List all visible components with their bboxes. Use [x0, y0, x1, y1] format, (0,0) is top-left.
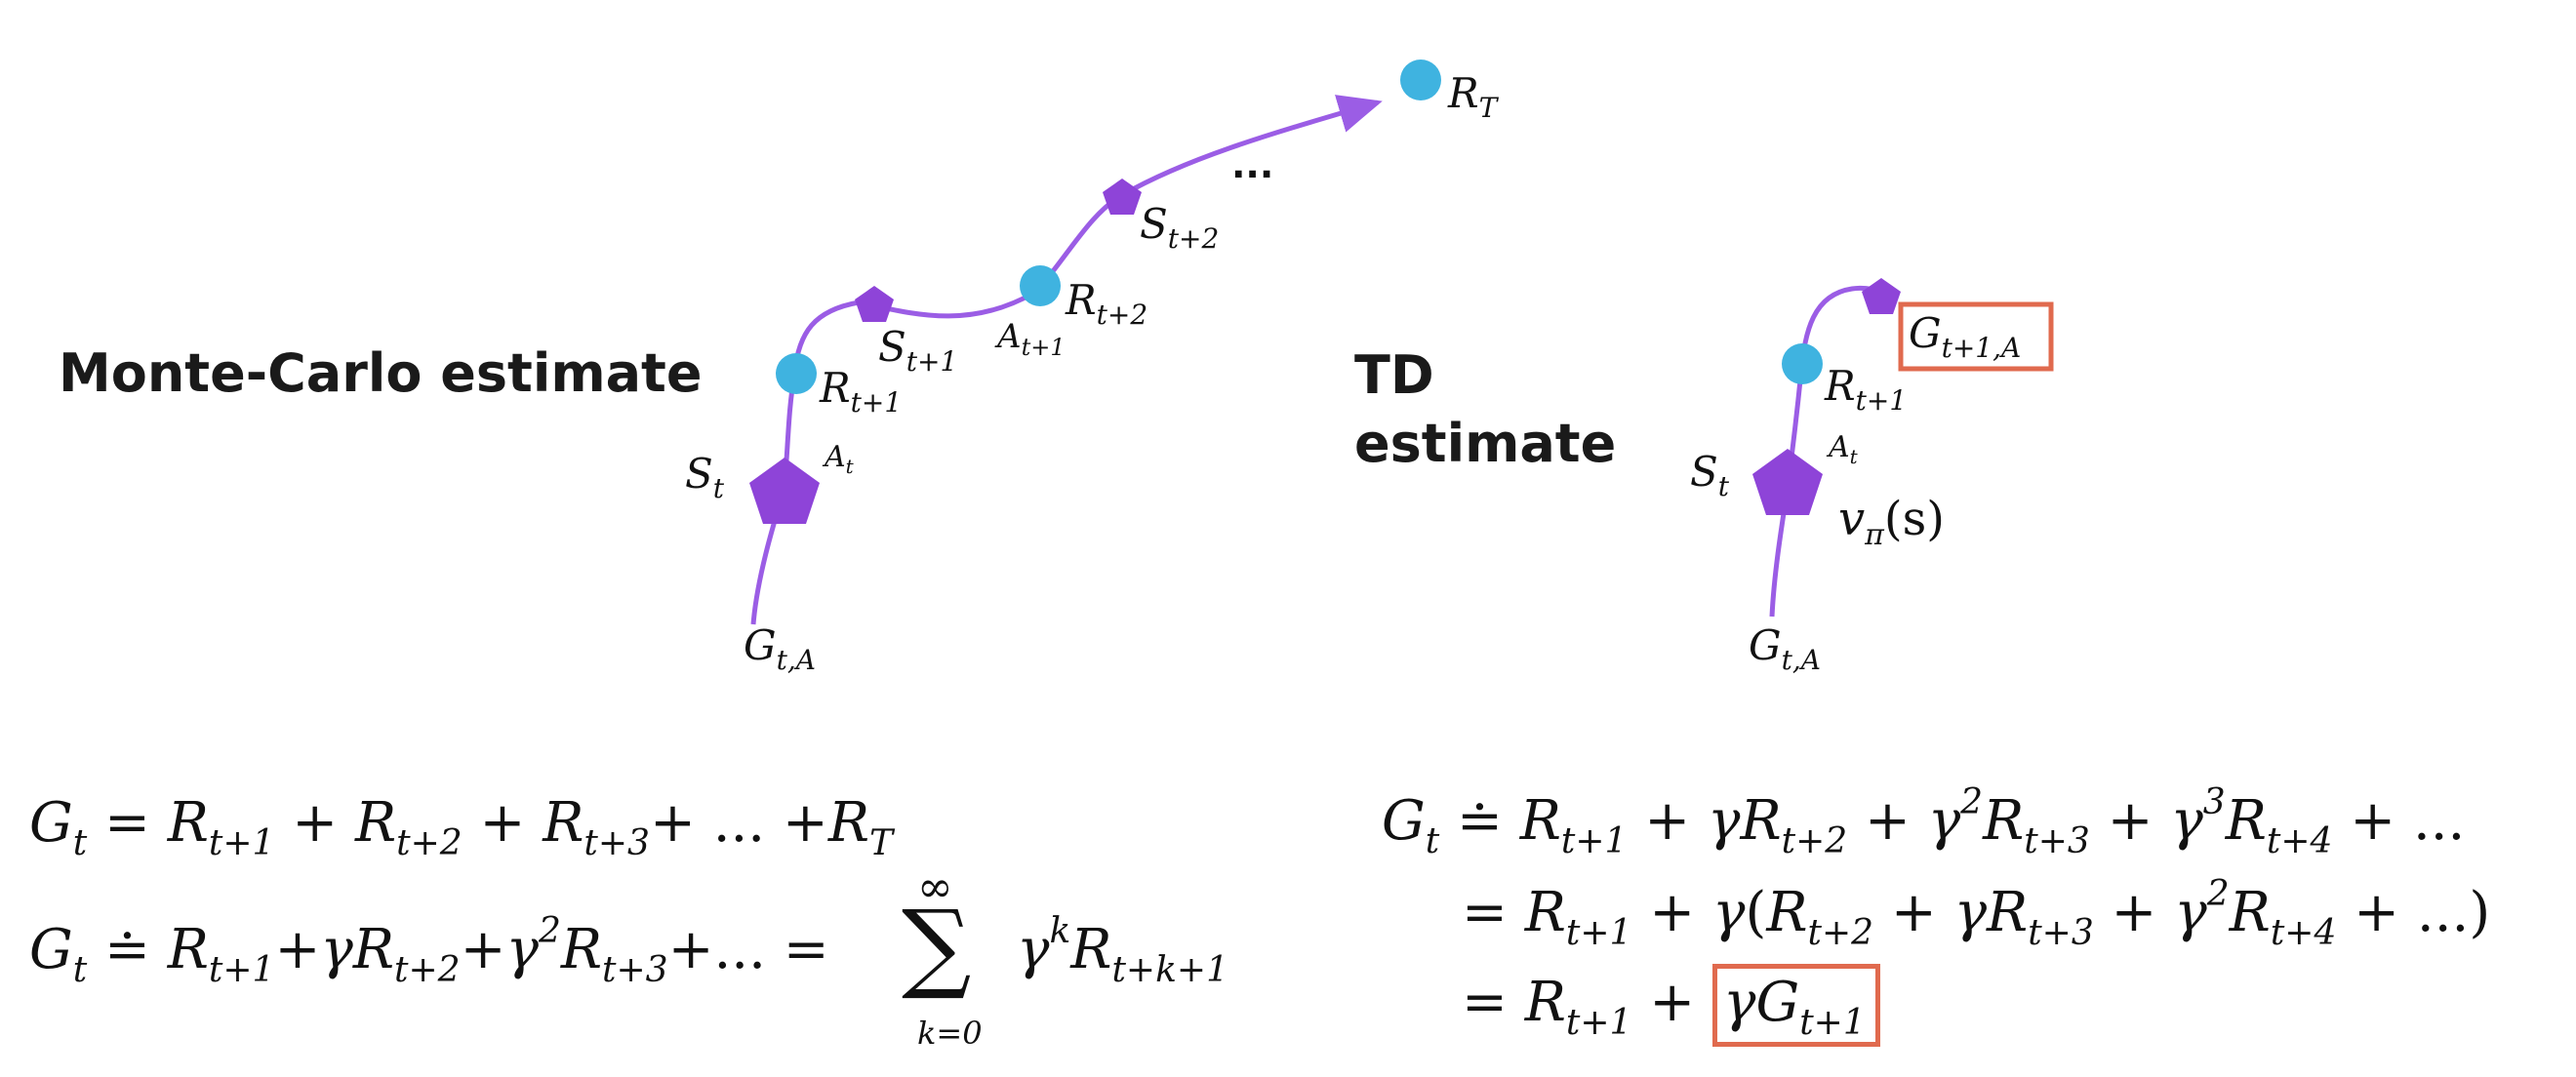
mc-label-at1: At+1: [994, 317, 1066, 361]
td-heading-line2: estimate: [1354, 413, 1617, 474]
td-bootstrap-term-box: γGt+1: [1711, 964, 1880, 1047]
mc-state-node-st: [749, 458, 820, 524]
td-label-st: St: [1690, 448, 1730, 502]
td-label-g-next: Gt+1,A: [1909, 309, 2021, 364]
mc-label-rT: RT: [1447, 69, 1500, 124]
mc-sum-upper-limit: ∞: [917, 862, 953, 912]
mc-label-st: St: [685, 450, 725, 504]
mc-trajectory: Gt,A St At Rt+1 St+1 At+1 Rt+2 St+2 ... …: [685, 60, 1500, 676]
mc-sum-term: γkRt+k+1: [1017, 911, 1228, 990]
mc-terminal-node-rT: [1400, 60, 1441, 100]
td-label-value: vπ(s): [1838, 492, 1945, 552]
mc-reward-node-rt1: [776, 353, 817, 394]
mc-return-equation: Gt = Rt+1 + Rt+2 + Rt+3+ ... +RT: [29, 791, 894, 863]
td-return-equation-line2: = Rt+1 + γ(Rt+2 + γRt+3 + γ2Rt+4 + ...): [1462, 874, 2491, 953]
td-label-g: Gt,A: [1749, 621, 1821, 676]
mc-label-g: Gt,A: [744, 621, 816, 676]
mc-state-node-st1: [855, 286, 894, 322]
td-label-at: At: [1826, 430, 1859, 468]
mc-label-dots: ...: [1231, 143, 1273, 186]
mc-label-rt1: Rt+1: [819, 364, 902, 419]
mc-label-st1: St+1: [878, 323, 957, 378]
td-next-return-box: [1898, 301, 2054, 372]
mc-heading: Monte-Carlo estimate: [59, 342, 703, 404]
td-return-equation-line3: = Rt+1 + γGt+1: [1462, 964, 1880, 1047]
mc-label-st2: St+2: [1140, 200, 1219, 255]
mc-discounted-return-equation: Gt ≐ Rt+1+γRt+2+γ2Rt+3+... =: [29, 911, 829, 990]
td-reward-node-rt1: [1782, 343, 1823, 384]
mc-state-node-st2: [1103, 179, 1142, 215]
td-state-node-st: [1752, 449, 1823, 515]
mc-sum-lower-limit: k=0: [917, 1015, 983, 1052]
td-heading-line1: TD: [1354, 344, 1434, 406]
td-trajectory: Gt,A St At Rt+1 vπ(s) Gt+1,A: [1690, 278, 2054, 676]
mc-label-at: At: [822, 440, 855, 478]
td-return-equation-line1: Gt ≐ Rt+1 + γRt+2 + γ2Rt+3 + γ3Rt+4 + ..…: [1382, 782, 2466, 861]
mc-reward-node-rt2: [1020, 265, 1061, 306]
td-label-rt1: Rt+1: [1824, 362, 1907, 417]
mc-sum-symbol: ∑: [902, 889, 972, 1003]
td-state-node-st1: [1862, 278, 1901, 314]
mc-label-rt2: Rt+2: [1065, 276, 1147, 331]
